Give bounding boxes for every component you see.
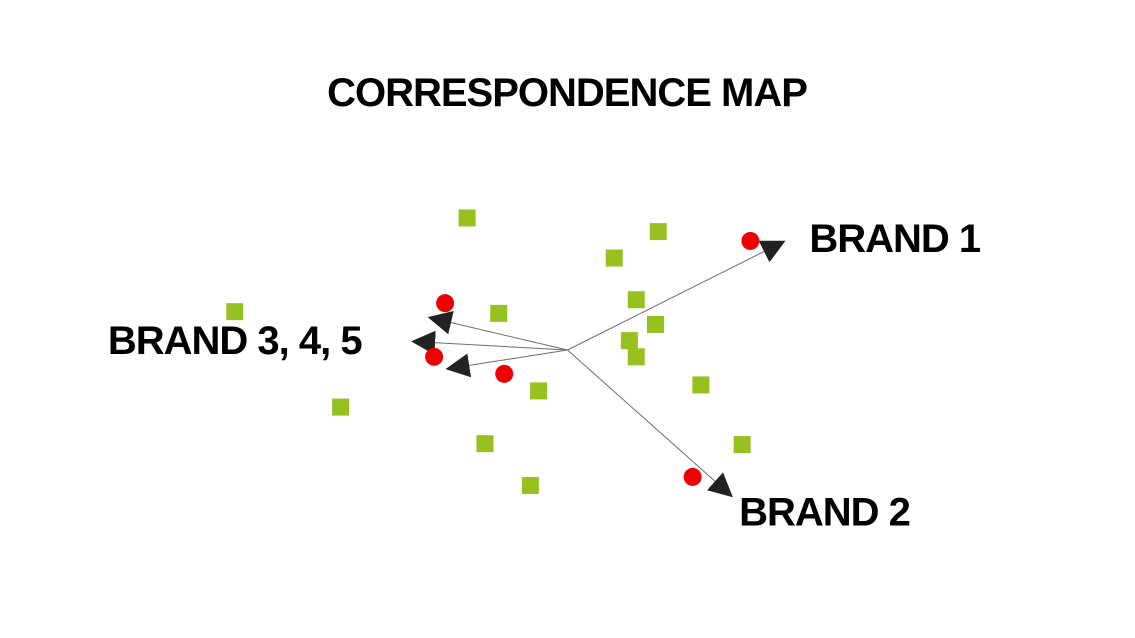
vectors-layer xyxy=(411,240,786,498)
vector-arrow-3 xyxy=(427,310,568,351)
circle-point xyxy=(436,294,455,313)
chart-title: CORRESPONDENCE MAP xyxy=(327,71,807,115)
square-point xyxy=(647,315,664,333)
square-point xyxy=(605,249,623,267)
vector-arrow-2 xyxy=(567,349,733,498)
square-point xyxy=(226,303,244,321)
vector-arrow-1 xyxy=(567,240,786,351)
vector-label-2: BRAND 2 xyxy=(739,491,910,535)
vector-arrow-5 xyxy=(445,349,568,378)
labels-layer: BRAND 1 BRAND 2 BRAND 3, 4, 5 xyxy=(108,217,982,535)
square-point xyxy=(627,291,645,309)
square-point xyxy=(692,376,710,394)
circle-point xyxy=(495,364,514,383)
square-point xyxy=(490,304,508,322)
square-point xyxy=(620,332,638,350)
square-point xyxy=(733,436,751,454)
square-point xyxy=(458,209,476,227)
circle-point xyxy=(683,467,702,486)
square-point xyxy=(649,223,667,241)
square-point xyxy=(530,382,548,400)
square-point xyxy=(521,476,539,494)
square-point xyxy=(476,435,494,453)
circle-point xyxy=(425,347,444,366)
vector-arrow-4 xyxy=(411,330,568,355)
square-point xyxy=(332,398,350,416)
square-point xyxy=(627,348,645,366)
vector-group-label-1: BRAND 3, 4, 5 xyxy=(108,319,362,363)
points-layer xyxy=(226,209,760,494)
circle-point xyxy=(741,231,760,250)
vector-label-1: BRAND 1 xyxy=(809,217,981,261)
